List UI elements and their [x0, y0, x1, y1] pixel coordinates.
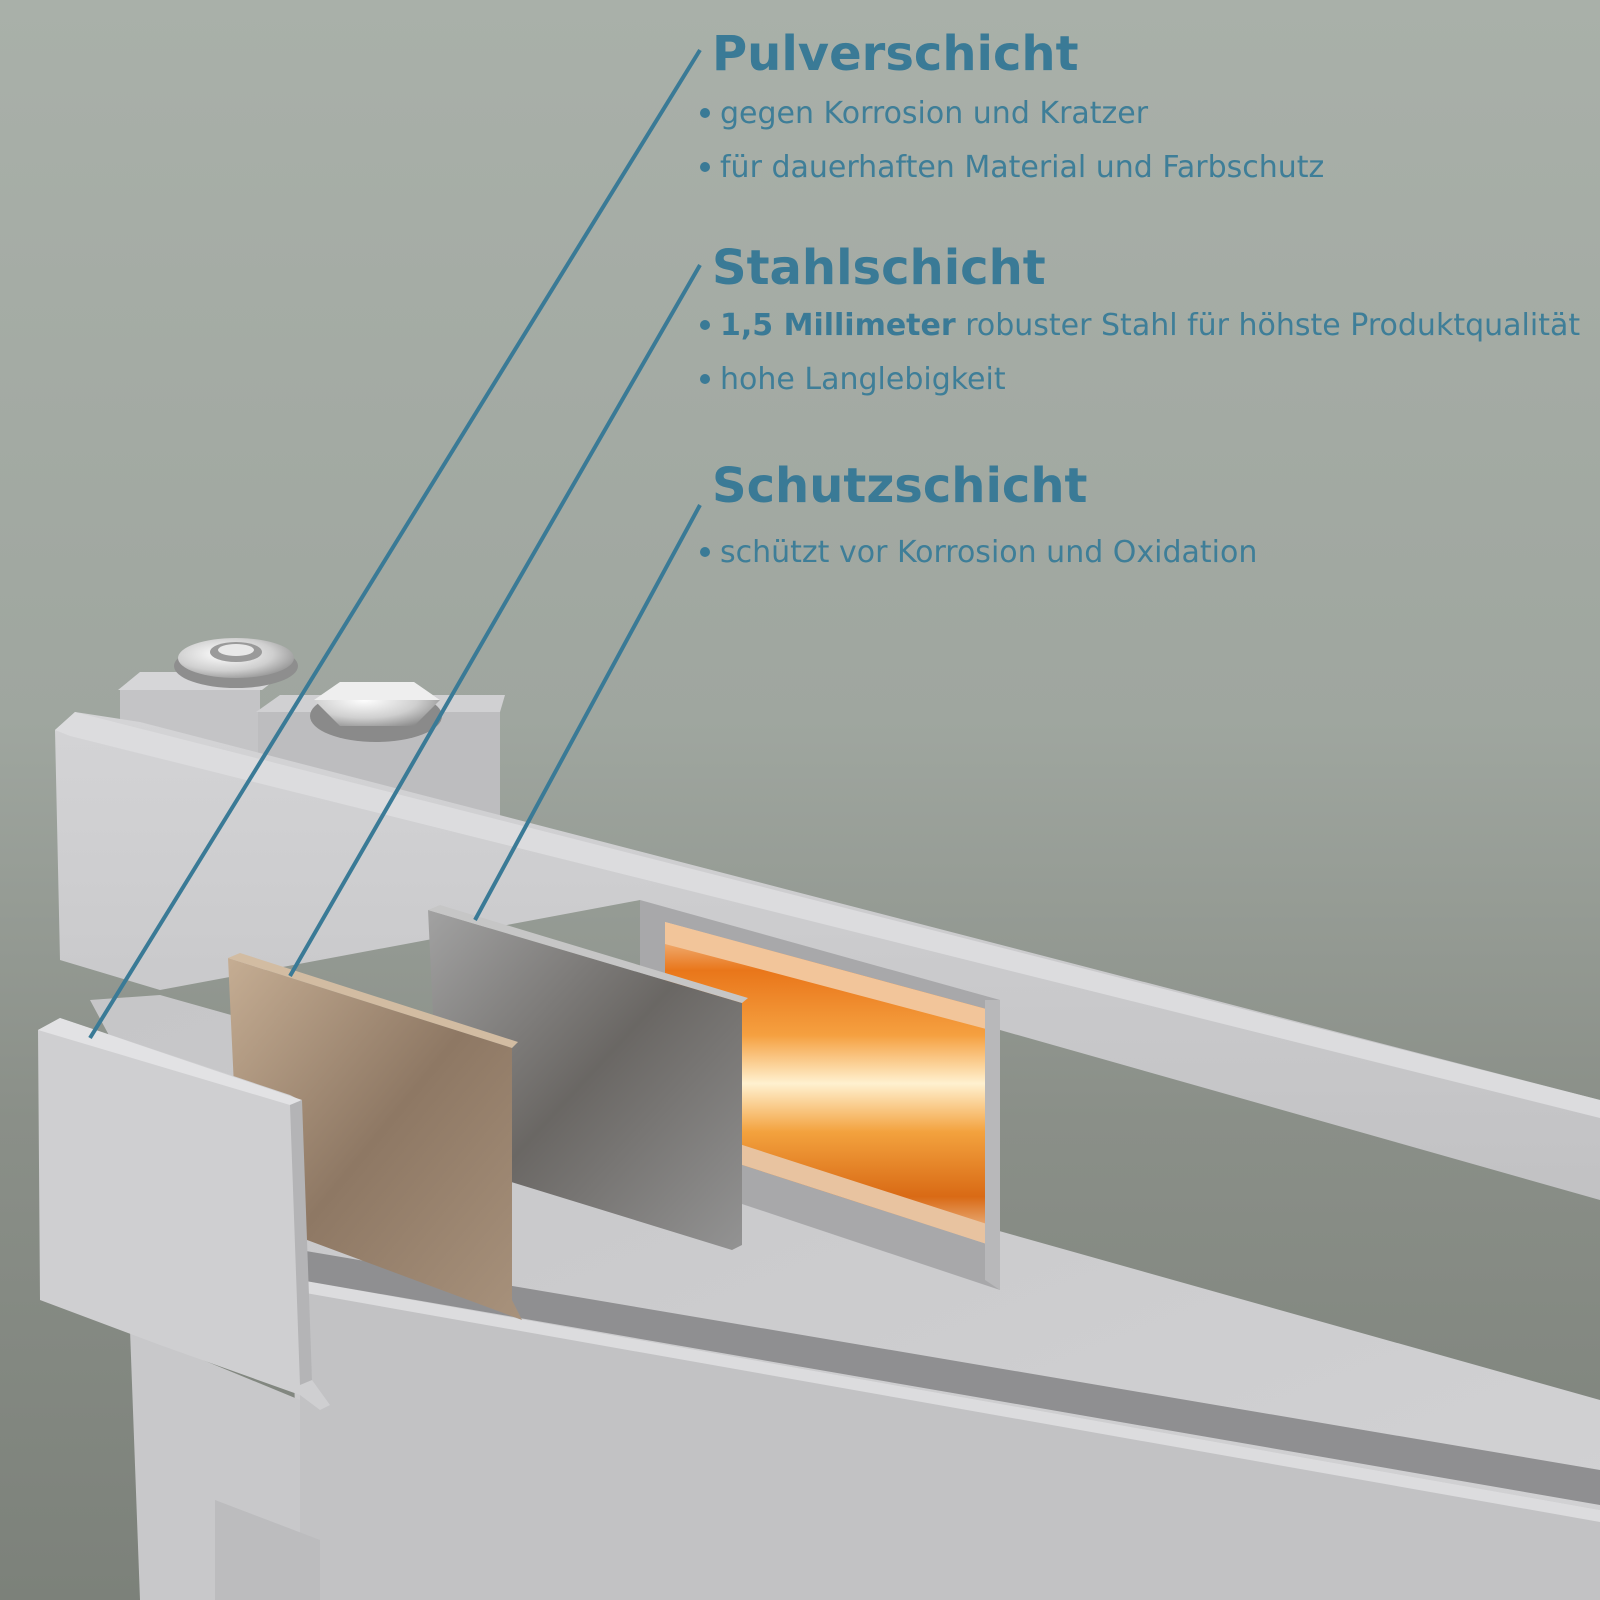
- bullet-dot-icon: [700, 319, 710, 330]
- heading-pulverschicht: Pulverschicht: [712, 26, 1079, 82]
- bullet-dot-icon: [700, 373, 710, 384]
- heating-core: [665, 922, 990, 1245]
- bullet-text: gegen Korrosion und Kratzer: [720, 96, 1149, 131]
- bullet-dot-icon: [700, 107, 710, 118]
- bolt-head-icon: [310, 682, 442, 742]
- bullet-bold-text: 1,5 Millimeter: [720, 308, 956, 343]
- powder-layer-plate: [38, 1018, 330, 1410]
- bullet-text: für dauerhaften Material und Farbschutz: [720, 150, 1325, 185]
- bullet-stahlschicht-1: 1,5 Millimeter robuster Stahl für höhste…: [700, 308, 1580, 343]
- heading-schutzschicht: Schutzschicht: [712, 458, 1088, 514]
- heading-stahlschicht: Stahlschicht: [712, 240, 1046, 296]
- leader-lines: [88, 48, 702, 1040]
- hex-nut-icon: [174, 638, 298, 688]
- bullet-schutzschicht-1: schützt vor Korrosion und Oxidation: [700, 535, 1257, 570]
- bullet-text: schützt vor Korrosion und Oxidation: [720, 535, 1258, 570]
- bullet-text: hohe Langlebigkeit: [720, 362, 1006, 397]
- bullet-pulverschicht-1: gegen Korrosion und Kratzer: [700, 96, 1148, 131]
- bullet-text: robuster Stahl für höhste Produktqualitä…: [955, 308, 1581, 343]
- leader-line-powder: [88, 48, 702, 1040]
- leader-line-steel: [288, 264, 702, 977]
- bullet-pulverschicht-2: für dauerhaften Material und Farbschutz: [700, 150, 1324, 185]
- leader-line-protection: [473, 504, 702, 921]
- bullet-stahlschicht-2: hohe Langlebigkeit: [700, 362, 1006, 397]
- bullet-dot-icon: [700, 161, 710, 172]
- bullet-dot-icon: [700, 546, 710, 557]
